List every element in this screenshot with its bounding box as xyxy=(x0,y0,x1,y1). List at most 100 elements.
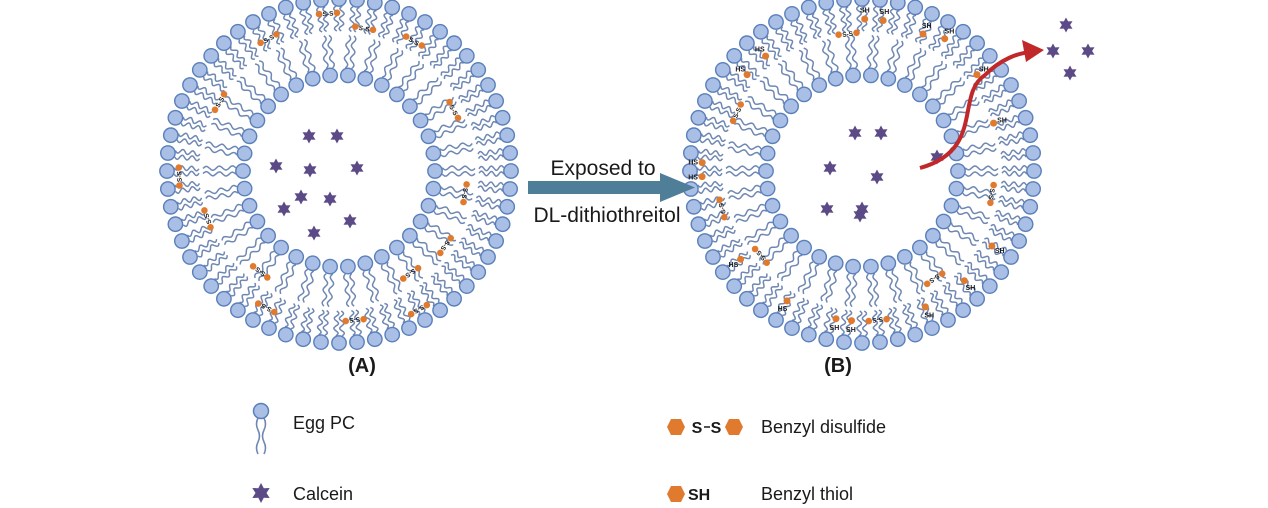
lipid-head xyxy=(249,213,266,230)
lipid-head xyxy=(295,331,312,348)
lipid-head xyxy=(331,335,347,351)
lipid-head xyxy=(854,0,870,7)
lipid-head xyxy=(331,0,347,7)
lipid-head xyxy=(277,326,294,343)
lipid-head xyxy=(412,112,429,129)
lipid-head xyxy=(494,109,511,126)
lipid-head xyxy=(981,48,998,64)
lipid-head xyxy=(236,145,253,162)
benzyl-molecules: S-SS-SS-SS-SS-SS-SS-SS-SS-SS-SS-SS-SS-SS… xyxy=(175,9,470,325)
lipid-head xyxy=(261,320,277,336)
lipid-head xyxy=(943,197,960,214)
lipid-head xyxy=(384,326,401,343)
disulfide-label: S-S xyxy=(871,315,883,323)
lipid-head xyxy=(863,258,879,275)
lipid-head xyxy=(1022,198,1039,215)
lipid-head xyxy=(889,331,906,348)
calcein-star xyxy=(823,160,837,176)
released-calcein-star xyxy=(1059,17,1073,33)
thiol-label: SH xyxy=(945,29,955,36)
lipid-heads xyxy=(159,0,519,351)
lipid-head xyxy=(948,180,965,197)
lipid-head xyxy=(236,180,253,197)
lipid-head xyxy=(685,198,702,215)
lipid-head xyxy=(502,145,518,161)
lipid-head xyxy=(432,302,448,319)
lipid-head xyxy=(935,213,952,230)
lipid-head xyxy=(880,255,897,272)
calcein-star xyxy=(930,149,944,165)
lipid-head xyxy=(872,334,888,350)
thiol-label: HS xyxy=(688,174,698,181)
panel-label-b: (B) xyxy=(824,355,852,377)
disulfide-glyph-s1: S xyxy=(692,420,703,437)
lipid-head xyxy=(739,290,755,307)
benzyl-disulfide-icon: S S xyxy=(667,419,743,437)
lipid-head xyxy=(880,70,897,87)
arrow-label-line2: DL-dithiothreitol xyxy=(533,204,680,227)
lipid-head xyxy=(203,278,220,294)
lipid-head xyxy=(366,331,383,348)
lipid-head xyxy=(260,98,276,115)
lipid-head xyxy=(697,93,713,109)
lipid-head xyxy=(203,48,220,64)
lipid-head xyxy=(260,227,276,244)
lipid-head xyxy=(943,128,960,145)
lipid-head xyxy=(295,0,312,11)
lipid-head xyxy=(494,216,511,233)
calcein-star xyxy=(350,160,364,176)
lipid-head xyxy=(173,93,190,109)
lipid-head xyxy=(273,239,289,256)
thiol-label: SH xyxy=(997,118,1007,125)
lipid-head xyxy=(683,145,699,161)
lipid-head xyxy=(924,5,940,22)
lipid-head xyxy=(768,312,784,328)
lipid-head xyxy=(488,233,504,249)
disulfide-label: S-S xyxy=(348,315,360,323)
lipid-head xyxy=(417,312,433,328)
lipid-head xyxy=(427,163,443,179)
lipid-head xyxy=(191,62,208,78)
lipid-head xyxy=(420,128,437,145)
lipid-head xyxy=(499,198,516,215)
lipid-head xyxy=(783,98,799,115)
calcein-star xyxy=(323,191,337,207)
lipid-head xyxy=(480,77,496,93)
lipid-head xyxy=(827,70,844,87)
lipid-head xyxy=(827,255,844,272)
lipid-head xyxy=(796,239,812,256)
lipid-head xyxy=(758,163,774,179)
calcein-star xyxy=(855,201,869,217)
lipid-head xyxy=(446,290,462,307)
lipid-head xyxy=(759,145,776,162)
lipid-head xyxy=(182,249,198,265)
lipid-head xyxy=(349,334,365,350)
calcein-star xyxy=(330,128,344,144)
lipid-head xyxy=(772,112,789,129)
lipid-head xyxy=(229,23,246,40)
lipid-head xyxy=(753,302,769,319)
lipid-head xyxy=(313,334,329,350)
lipid-head xyxy=(818,331,835,348)
lipid-head xyxy=(388,239,405,256)
lipid-head xyxy=(322,258,338,275)
lipid-head xyxy=(470,62,487,78)
lipid-head xyxy=(690,216,707,233)
calcein-leak-arrow xyxy=(919,40,1044,170)
disulfide-label: S-S xyxy=(176,170,183,182)
disulfide-label: S-S xyxy=(260,301,273,313)
lipid-head xyxy=(249,112,266,129)
thiol-label: SH xyxy=(846,327,856,334)
lipid-head xyxy=(1003,249,1019,265)
lipid-head xyxy=(726,278,743,294)
lipid-head xyxy=(215,35,232,52)
lipid-head xyxy=(783,227,799,244)
lipid-head xyxy=(955,23,971,40)
lipid-head xyxy=(215,290,232,307)
lipid-head xyxy=(836,334,852,350)
lipid-head xyxy=(366,0,383,11)
legend-benzyl-disulfide: Benzyl disulfide xyxy=(761,417,886,437)
